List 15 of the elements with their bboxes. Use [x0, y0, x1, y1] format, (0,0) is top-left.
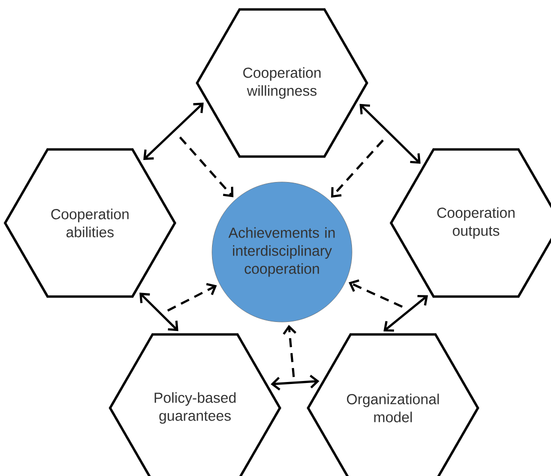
dashed-arrow — [282, 324, 296, 378]
factor-hexagon: Cooperation abilities — [4, 148, 176, 298]
double-arrow — [270, 374, 320, 390]
dashed-arrow — [167, 282, 217, 312]
double-arrow — [143, 102, 204, 160]
factor-hexagon: Organizational model — [306, 333, 480, 476]
double-arrow — [384, 294, 428, 332]
dashed-arrow — [179, 136, 234, 198]
double-arrow — [139, 292, 178, 332]
factor-hexagon: Policy-based guarantees — [108, 333, 282, 476]
dashed-arrow — [348, 279, 403, 308]
factor-hexagon: Cooperation outputs — [390, 148, 551, 298]
double-arrow — [360, 104, 421, 164]
factor-hexagon: Cooperation willingness — [196, 8, 368, 158]
dashed-arrow — [331, 139, 384, 198]
